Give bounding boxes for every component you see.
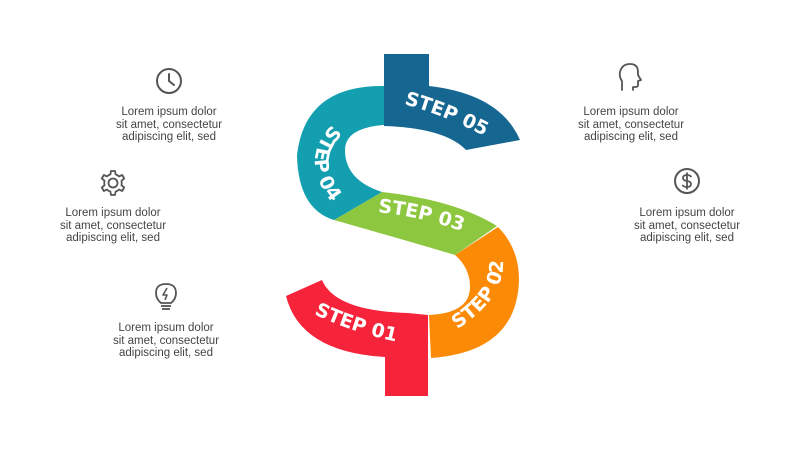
gear-icon bbox=[100, 170, 126, 196]
description-line: adipiscing elit, sed bbox=[584, 131, 678, 143]
step-03-segment bbox=[334, 192, 497, 255]
description-line: adipiscing elit, sed bbox=[66, 232, 160, 244]
head-profile-icon bbox=[618, 63, 642, 91]
description-line: sit amet, consectetur bbox=[59, 219, 167, 232]
step-01-segment bbox=[286, 280, 428, 396]
description-dollar-coin: Lorem ipsum dolor sit amet, consectetur … bbox=[587, 207, 787, 245]
description-line: Lorem ipsum dolor bbox=[121, 106, 217, 118]
description-line: adipiscing elit, sed bbox=[122, 131, 216, 143]
step-04-segment bbox=[297, 85, 384, 220]
step-05-segment bbox=[384, 54, 520, 150]
description-line: Lorem ipsum dolor bbox=[118, 322, 214, 334]
description-line: sit amet, consectetur bbox=[577, 118, 685, 131]
description-gear: Lorem ipsum dolor sit amet, consectetur … bbox=[13, 207, 213, 245]
description-line: sit amet, consectetur bbox=[633, 219, 741, 232]
description-line: adipiscing elit, sed bbox=[119, 347, 213, 359]
clock-icon bbox=[156, 68, 182, 94]
description-line: adipiscing elit, sed bbox=[640, 232, 734, 244]
description-head-profile: Lorem ipsum dolor sit amet, consectetur … bbox=[531, 106, 731, 144]
step-02-segment bbox=[429, 227, 519, 358]
description-lightbulb: Lorem ipsum dolor sit amet, consectetur … bbox=[66, 322, 266, 360]
lightbulb-icon bbox=[155, 283, 177, 310]
description-line: sit amet, consectetur bbox=[115, 118, 223, 131]
description-line: Lorem ipsum dolor bbox=[583, 106, 679, 118]
description-line: Lorem ipsum dolor bbox=[65, 207, 161, 219]
description-line: Lorem ipsum dolor bbox=[639, 207, 735, 219]
description-clock: Lorem ipsum dolor sit amet, consectetur … bbox=[69, 106, 269, 144]
dollar-coin-icon bbox=[674, 168, 700, 194]
description-line: sit amet, consectetur bbox=[112, 334, 220, 347]
